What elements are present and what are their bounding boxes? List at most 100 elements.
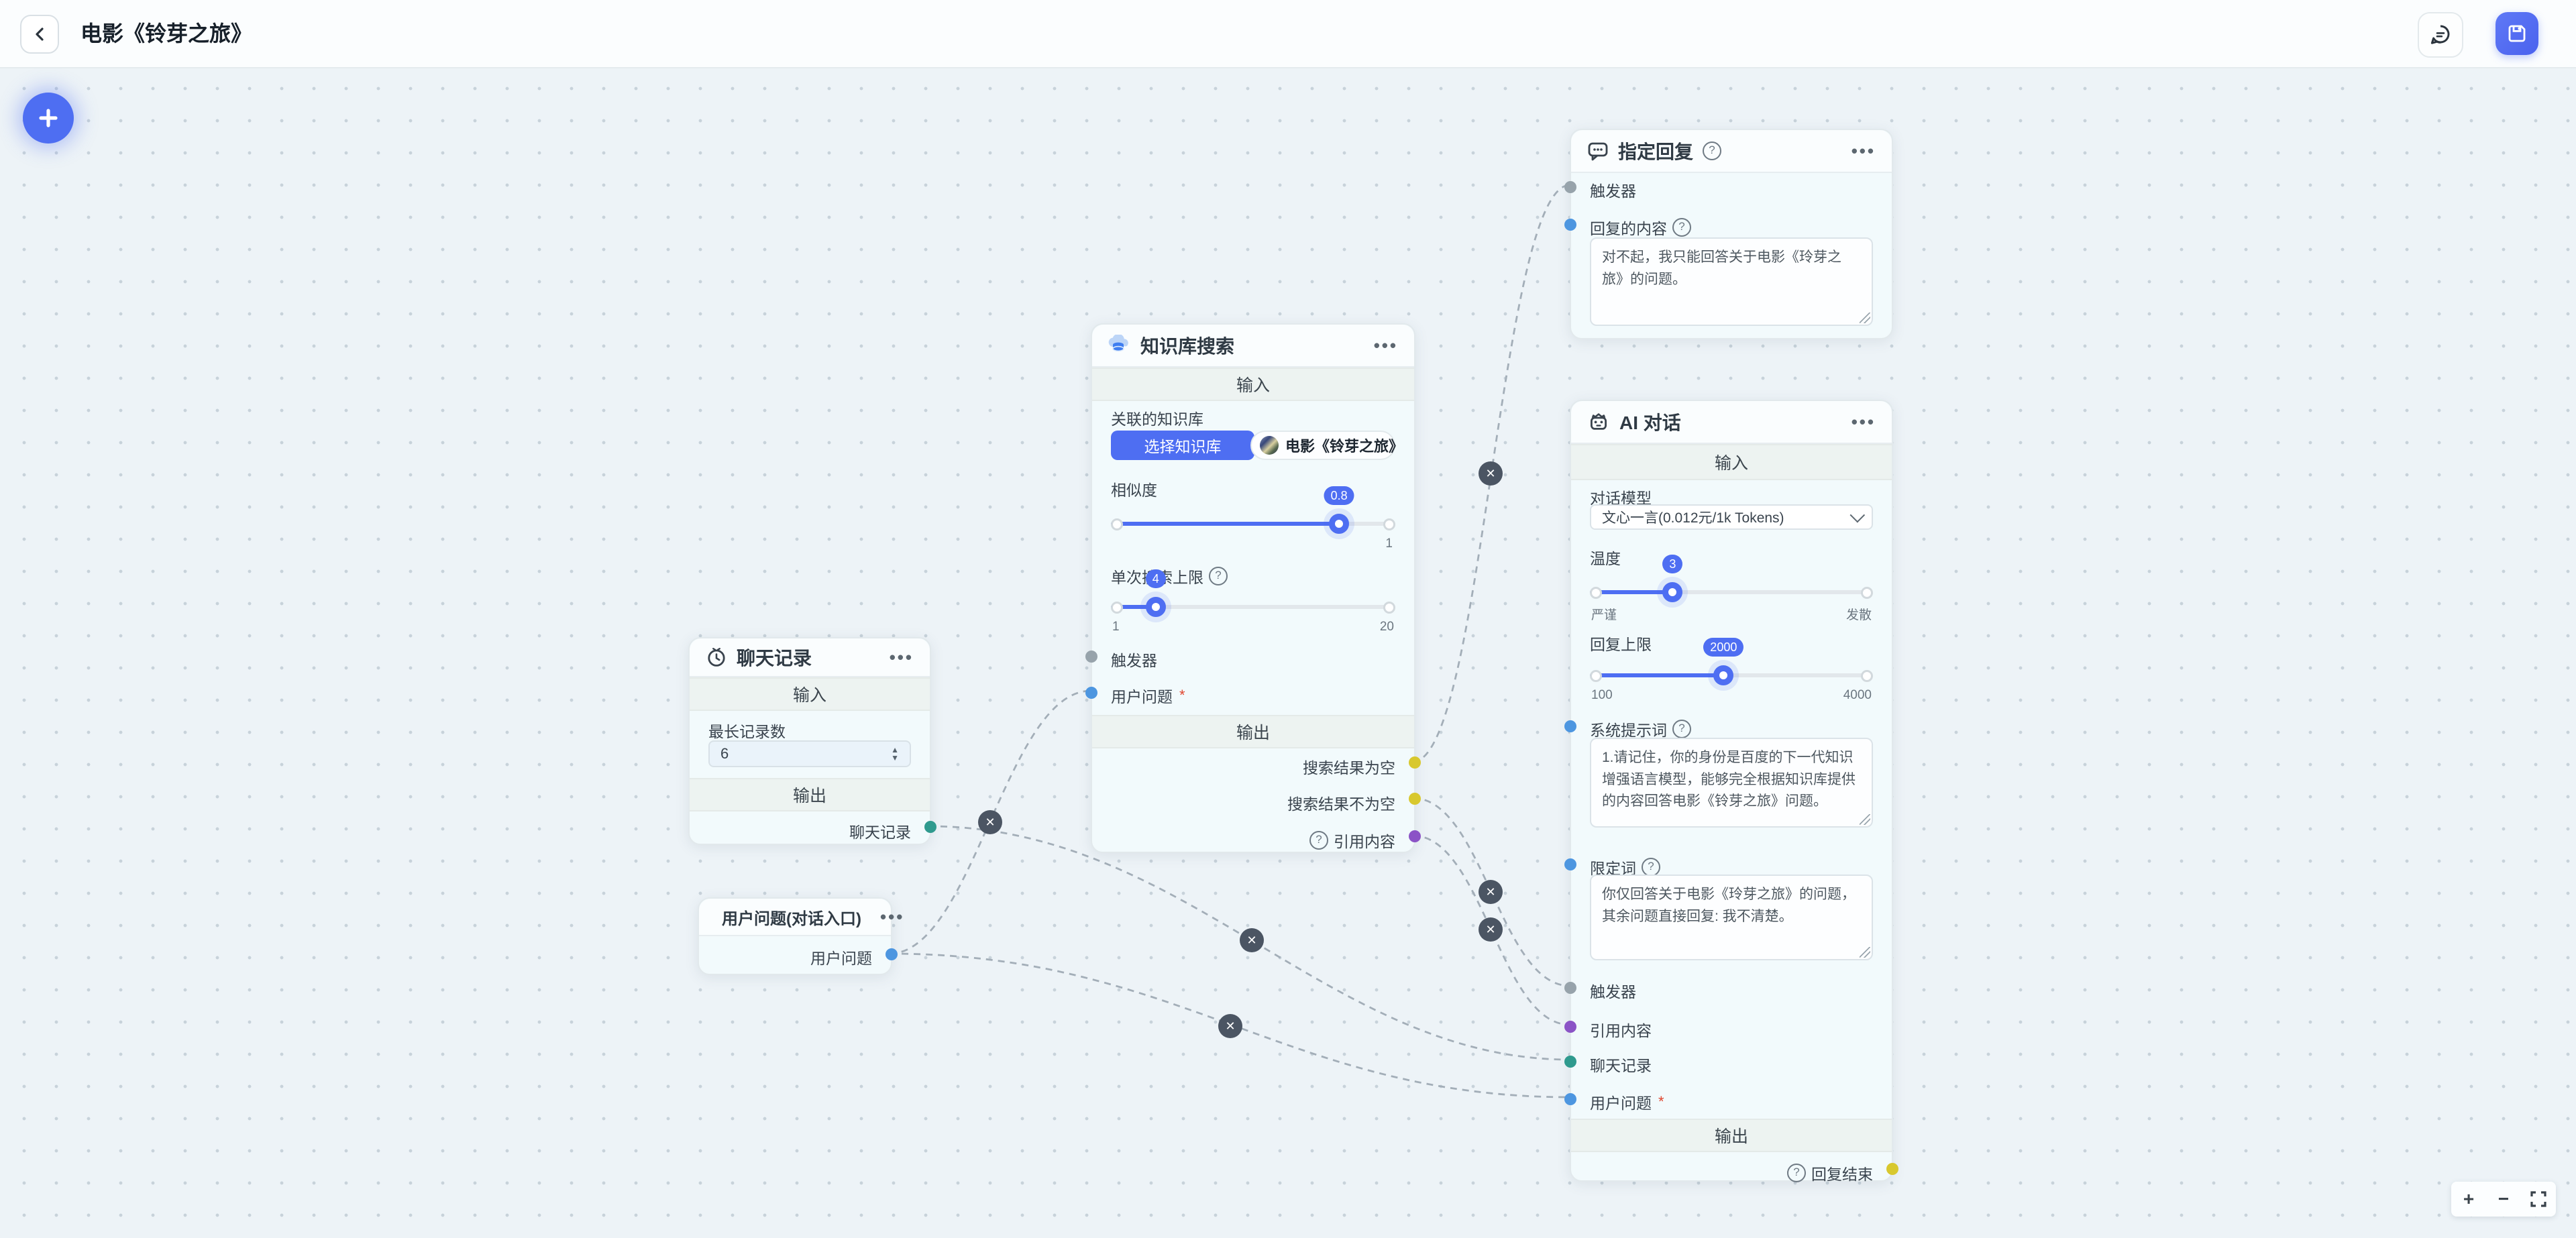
port-reply-content-in[interactable] <box>1564 219 1576 231</box>
similarity-label: 相似度 <box>1111 482 1157 499</box>
textarea-resize-handle[interactable] <box>1860 814 1870 825</box>
select-kb-button[interactable]: 选择知识库 <box>1111 431 1254 460</box>
port-reply-end-out[interactable] <box>1886 1163 1898 1175</box>
linked-kb-label: 关联的知识库 <box>1111 410 1203 428</box>
output-section-band[interactable]: 输出 <box>1571 1119 1892 1152</box>
help-icon[interactable]: ? <box>1209 567 1228 585</box>
similarity-max-label: 1 <box>1385 537 1393 551</box>
node-specified-reply[interactable]: 指定回复 ? ••• 触发器 回复的内容? 对不起，我只能回答关于电影《玲芽之旅… <box>1564 129 1893 339</box>
node-user-question-entry[interactable]: 用户问题(对话入口) ••• 用户问题 <box>698 897 902 975</box>
edge-delete-icon[interactable]: ✕ <box>1479 917 1503 942</box>
history-label: 聊天记录 <box>1590 1057 1652 1074</box>
edge-delete-icon[interactable]: ✕ <box>1479 461 1503 486</box>
zoom-in-button[interactable]: + <box>2463 1188 2475 1209</box>
limit-max-label: 4000 <box>1843 688 1872 702</box>
node-menu-button[interactable]: ••• <box>1851 412 1876 432</box>
textarea-resize-handle[interactable] <box>1860 947 1870 958</box>
port-quote-out[interactable] <box>1409 830 1421 842</box>
node-menu-button[interactable]: ••• <box>1851 141 1876 161</box>
edge-delete-icon[interactable]: ✕ <box>978 810 1002 834</box>
stepper-arrows[interactable]: ▲▼ <box>891 745 899 763</box>
edge-delete-icon[interactable]: ✕ <box>1240 928 1264 952</box>
port-result-empty-out[interactable] <box>1409 756 1421 769</box>
node-chat-history[interactable]: 聊天记录 ••• 输入 最长记录数 6 ▲▼ 输出 聊天记录 <box>688 637 936 845</box>
temperature-label: 温度 <box>1590 550 1621 567</box>
port-qualifier-in[interactable] <box>1564 858 1576 870</box>
model-select[interactable]: 文心一言(0.012元/1k Tokens) <box>1590 504 1873 530</box>
port-trigger-in[interactable] <box>1564 181 1576 193</box>
output-section-band[interactable]: 输出 <box>690 778 930 811</box>
port-trigger-in[interactable] <box>1564 982 1576 994</box>
top-bar: 电影《铃芽之旅》 <box>0 0 2576 68</box>
zoom-out-button[interactable]: − <box>2498 1188 2510 1209</box>
out-not-empty-label: 搜索结果不为空 <box>1287 795 1395 813</box>
kb-chip-avatar <box>1260 436 1279 455</box>
reply-limit-label: 回复上限 <box>1590 636 1652 653</box>
trigger-label: 触发器 <box>1590 983 1636 1001</box>
save-button[interactable] <box>2496 12 2538 55</box>
search-limit-max-label: 20 <box>1379 620 1394 634</box>
help-icon[interactable]: ? <box>1309 831 1328 850</box>
node-menu-button[interactable]: ••• <box>889 647 914 667</box>
help-icon[interactable]: ? <box>1787 1164 1806 1182</box>
page-title: 电影《铃芽之旅》 <box>80 21 253 46</box>
node-header[interactable]: 聊天记录 ••• <box>690 638 930 677</box>
node-kb-search[interactable]: 知识库搜索 ••• 输入 关联的知识库 选择知识库 电影《铃芽之旅》 相似度 <box>1085 323 1421 853</box>
edge-delete-icon[interactable]: ✕ <box>1218 1014 1242 1038</box>
input-section-band[interactable]: 输入 <box>1092 368 1414 401</box>
input-section-band[interactable]: 输入 <box>1571 444 1892 480</box>
fit-view-button[interactable] <box>2525 1186 2552 1213</box>
port-system-prompt-in[interactable] <box>1564 720 1576 732</box>
output-section-band[interactable]: 输出 <box>1092 715 1414 748</box>
node-header[interactable]: AI 对话 ••• <box>1571 401 1892 444</box>
node-menu-button[interactable]: ••• <box>1373 335 1398 355</box>
trigger-label: 触发器 <box>1590 182 1636 200</box>
node-menu-button[interactable]: ••• <box>879 907 905 927</box>
kb-chip[interactable]: 电影《铃芽之旅》 <box>1250 431 1403 460</box>
port-question-in[interactable] <box>1085 687 1097 699</box>
temperature-slider[interactable]: 3 <box>1590 555 1873 602</box>
node-title: 聊天记录 <box>737 648 812 669</box>
system-prompt-label: 系统提示词? <box>1590 718 1691 740</box>
search-limit-min-label: 1 <box>1112 620 1120 634</box>
node-header[interactable]: 指定回复 ? ••• <box>1571 130 1892 173</box>
node-header[interactable]: 知识库搜索 ••• <box>1092 325 1414 368</box>
out-empty-label: 搜索结果为空 <box>1303 759 1395 777</box>
qualifier-textarea[interactable]: 你仅回答关于电影《玲芽之旅》的问题，其余问题直接回复: 我不清楚。 <box>1590 875 1873 960</box>
search-limit-label: 单次搜索上限? <box>1111 565 1228 587</box>
back-button[interactable] <box>20 15 59 54</box>
help-icon[interactable]: ? <box>1703 142 1722 160</box>
port-history-in[interactable] <box>1564 1056 1576 1068</box>
quote-label: 引用内容 <box>1590 1022 1652 1039</box>
search-limit-slider[interactable]: 4 <box>1111 569 1395 617</box>
trigger-label: 触发器 <box>1111 652 1157 669</box>
temp-min-label: 严谨 <box>1591 608 1617 622</box>
comment-bubble-icon <box>1588 142 1608 161</box>
help-icon[interactable]: ? <box>1642 858 1660 877</box>
max-records-input[interactable]: 6 ▲▼ <box>708 740 911 767</box>
port-trigger-in[interactable] <box>1085 651 1097 663</box>
node-header[interactable]: 用户问题(对话入口) ••• <box>699 899 902 936</box>
port-history-out[interactable] <box>924 821 936 833</box>
add-node-button[interactable] <box>23 93 74 144</box>
help-icon[interactable]: ? <box>1672 218 1691 237</box>
question-label: 用户问题* <box>1590 1093 1664 1112</box>
port-quote-in[interactable] <box>1564 1021 1576 1033</box>
reply-limit-slider[interactable]: 2000 <box>1590 638 1873 685</box>
system-prompt-textarea[interactable]: 1.请记住，你的身份是百度的下一代知识增强语言模型，能够完全根据知识库提供的内容… <box>1590 738 1873 828</box>
port-result-not-empty-out[interactable] <box>1409 793 1421 805</box>
input-section-band[interactable]: 输入 <box>690 677 930 711</box>
edge-delete-icon[interactable]: ✕ <box>1479 880 1503 904</box>
chevron-left-icon <box>36 27 44 41</box>
chat-bubble-icon <box>2430 25 2450 44</box>
reply-content-textarea[interactable]: 对不起，我只能回答关于电影《玲芽之旅》的问题。 <box>1590 237 1873 326</box>
similarity-slider[interactable]: 0.8 <box>1111 486 1395 534</box>
help-icon[interactable]: ? <box>1672 720 1691 738</box>
port-question-out[interactable] <box>885 948 898 960</box>
textarea-resize-handle[interactable] <box>1860 313 1870 323</box>
preview-chat-button[interactable] <box>2418 12 2463 58</box>
canvas-zoom-controls: + − <box>2451 1182 2556 1217</box>
node-ai-chat[interactable]: AI 对话 ••• 输入 对话模型 文心一言(0.012元/1k Tokens)… <box>1564 400 1898 1183</box>
port-question-in[interactable] <box>1564 1093 1576 1105</box>
